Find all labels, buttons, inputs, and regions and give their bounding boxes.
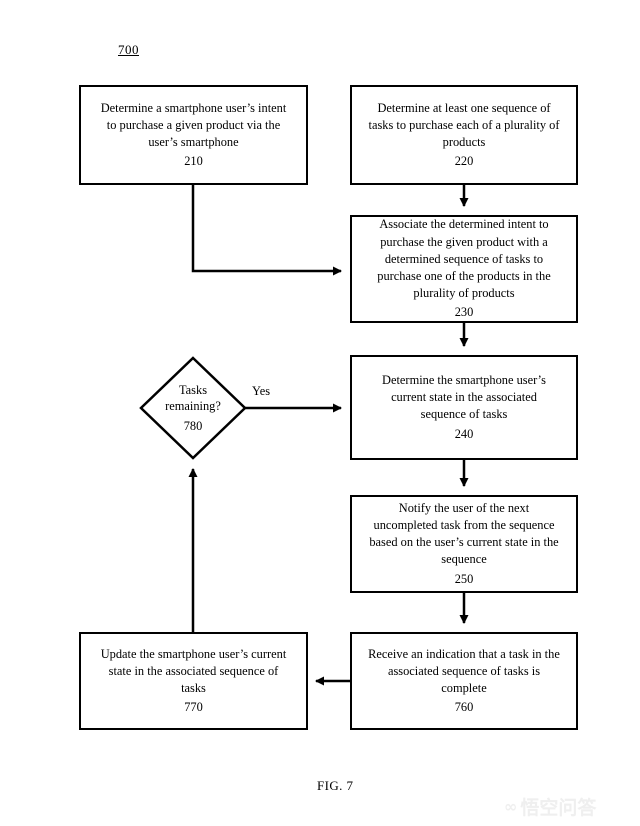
edge-210-to-230 <box>191 185 342 276</box>
process-node-220-ref: 220 <box>454 154 474 169</box>
process-node-250-ref: 250 <box>454 571 474 586</box>
process-node-230-text: Associate the determined intent to purch… <box>377 217 551 300</box>
process-node-210-ref: 210 <box>184 154 203 169</box>
process-node-770: Update the smartphone user’s current sta… <box>79 632 308 730</box>
process-node-770-text: Update the smartphone user’s current sta… <box>100 646 287 695</box>
process-node-240: Determine the smartphone user’s current … <box>350 355 578 460</box>
process-node-250-text: Notify the user of the next uncompleted … <box>369 501 559 567</box>
process-node-220: Determine at least one sequence of tasks… <box>350 85 578 185</box>
process-node-230: Associate the determined intent to purch… <box>350 215 578 323</box>
process-node-240-text: Determine the smartphone user’s current … <box>382 373 546 422</box>
decision-node-780: Tasks remaining? 780 <box>141 357 245 459</box>
process-node-230-ref: 230 <box>454 305 474 320</box>
process-node-760-ref: 760 <box>454 700 474 715</box>
process-node-760-text: Receive an indication that a task in the… <box>368 646 560 695</box>
figure-number-label: 700 <box>118 42 139 57</box>
process-node-250: Notify the user of the next uncompleted … <box>350 495 578 593</box>
process-node-210: Determine a smartphone user’s intent to … <box>79 85 308 185</box>
process-node-240-ref: 240 <box>454 426 474 441</box>
watermark-logo-icon: ∞ <box>504 797 517 816</box>
edge-label-yes: Yes <box>252 384 271 398</box>
figure-caption: FIG. 7 <box>317 778 354 793</box>
process-node-770-ref: 770 <box>184 700 203 715</box>
decision-node-780-label: Tasks remaining? 780 <box>141 357 245 459</box>
decision-diamond-780 <box>139 356 247 460</box>
process-node-210-text: Determine a smartphone user’s intent to … <box>100 100 287 149</box>
process-node-760: Receive an indication that a task in the… <box>350 632 578 730</box>
decision-node-780-ref: 780 <box>183 418 203 433</box>
watermark: ∞ 悟空问答 <box>504 793 596 820</box>
decision-node-780-text: Tasks remaining? <box>165 382 221 414</box>
process-node-220-text: Determine at least one sequence of tasks… <box>368 100 560 149</box>
watermark-text: 悟空问答 <box>520 797 597 819</box>
